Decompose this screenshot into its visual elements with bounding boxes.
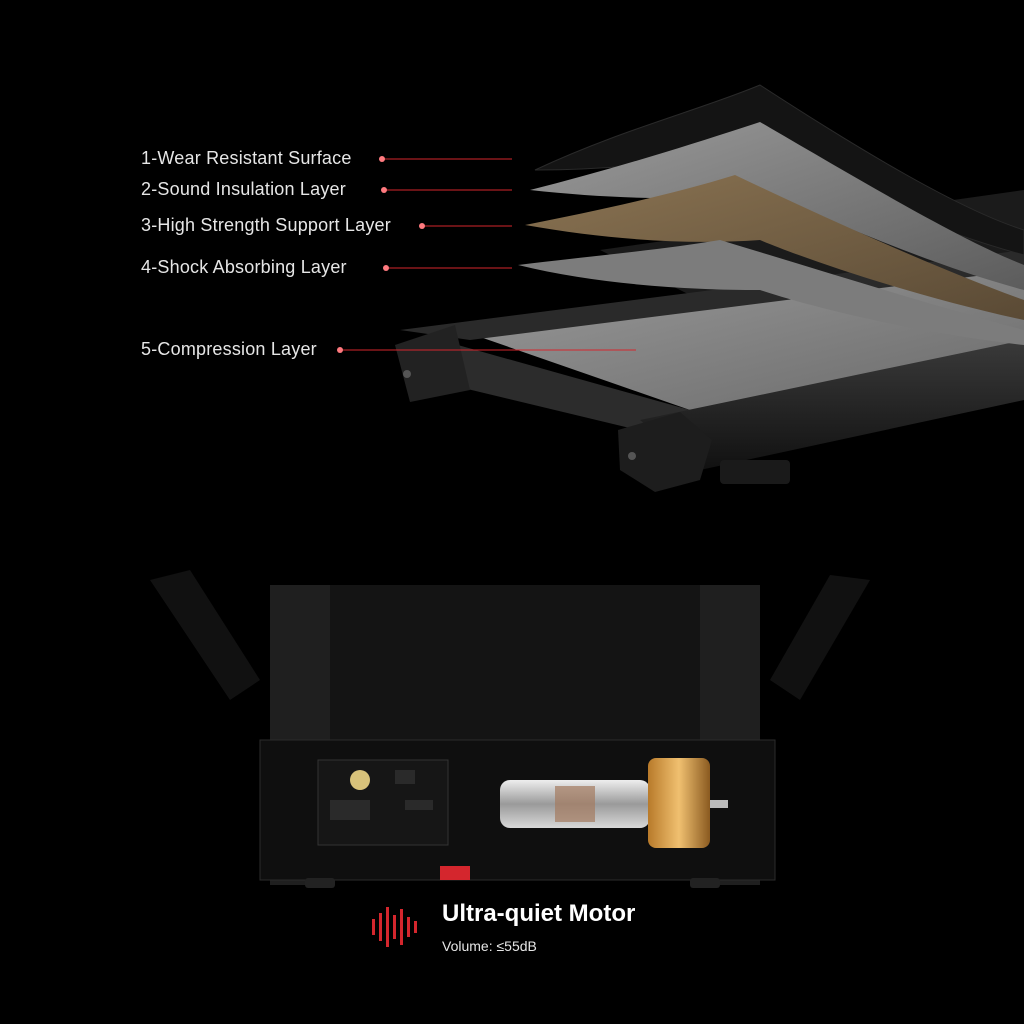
leader-lines [337,156,636,353]
feature-callout: Ultra-quiet Motor Volume: ≤55dB [370,900,635,954]
feature-title: Ultra-quiet Motor [442,900,636,927]
feature-subtitle: Volume: ≤55dB [442,938,537,954]
layer-label-1: 1-Wear Resistant Surface [141,148,352,168]
layer-label-3: 3-High Strength Support Layer [141,215,391,235]
sound-wave-icon [372,907,417,947]
layer-label-5: 5-Compression Layer [141,339,317,359]
layer-label-2: 2-Sound Insulation Layer [141,179,346,199]
layer-label-4: 4-Shock Absorbing Layer [141,257,347,277]
motor-compartment [150,570,870,888]
exploded-layers [518,84,1024,345]
